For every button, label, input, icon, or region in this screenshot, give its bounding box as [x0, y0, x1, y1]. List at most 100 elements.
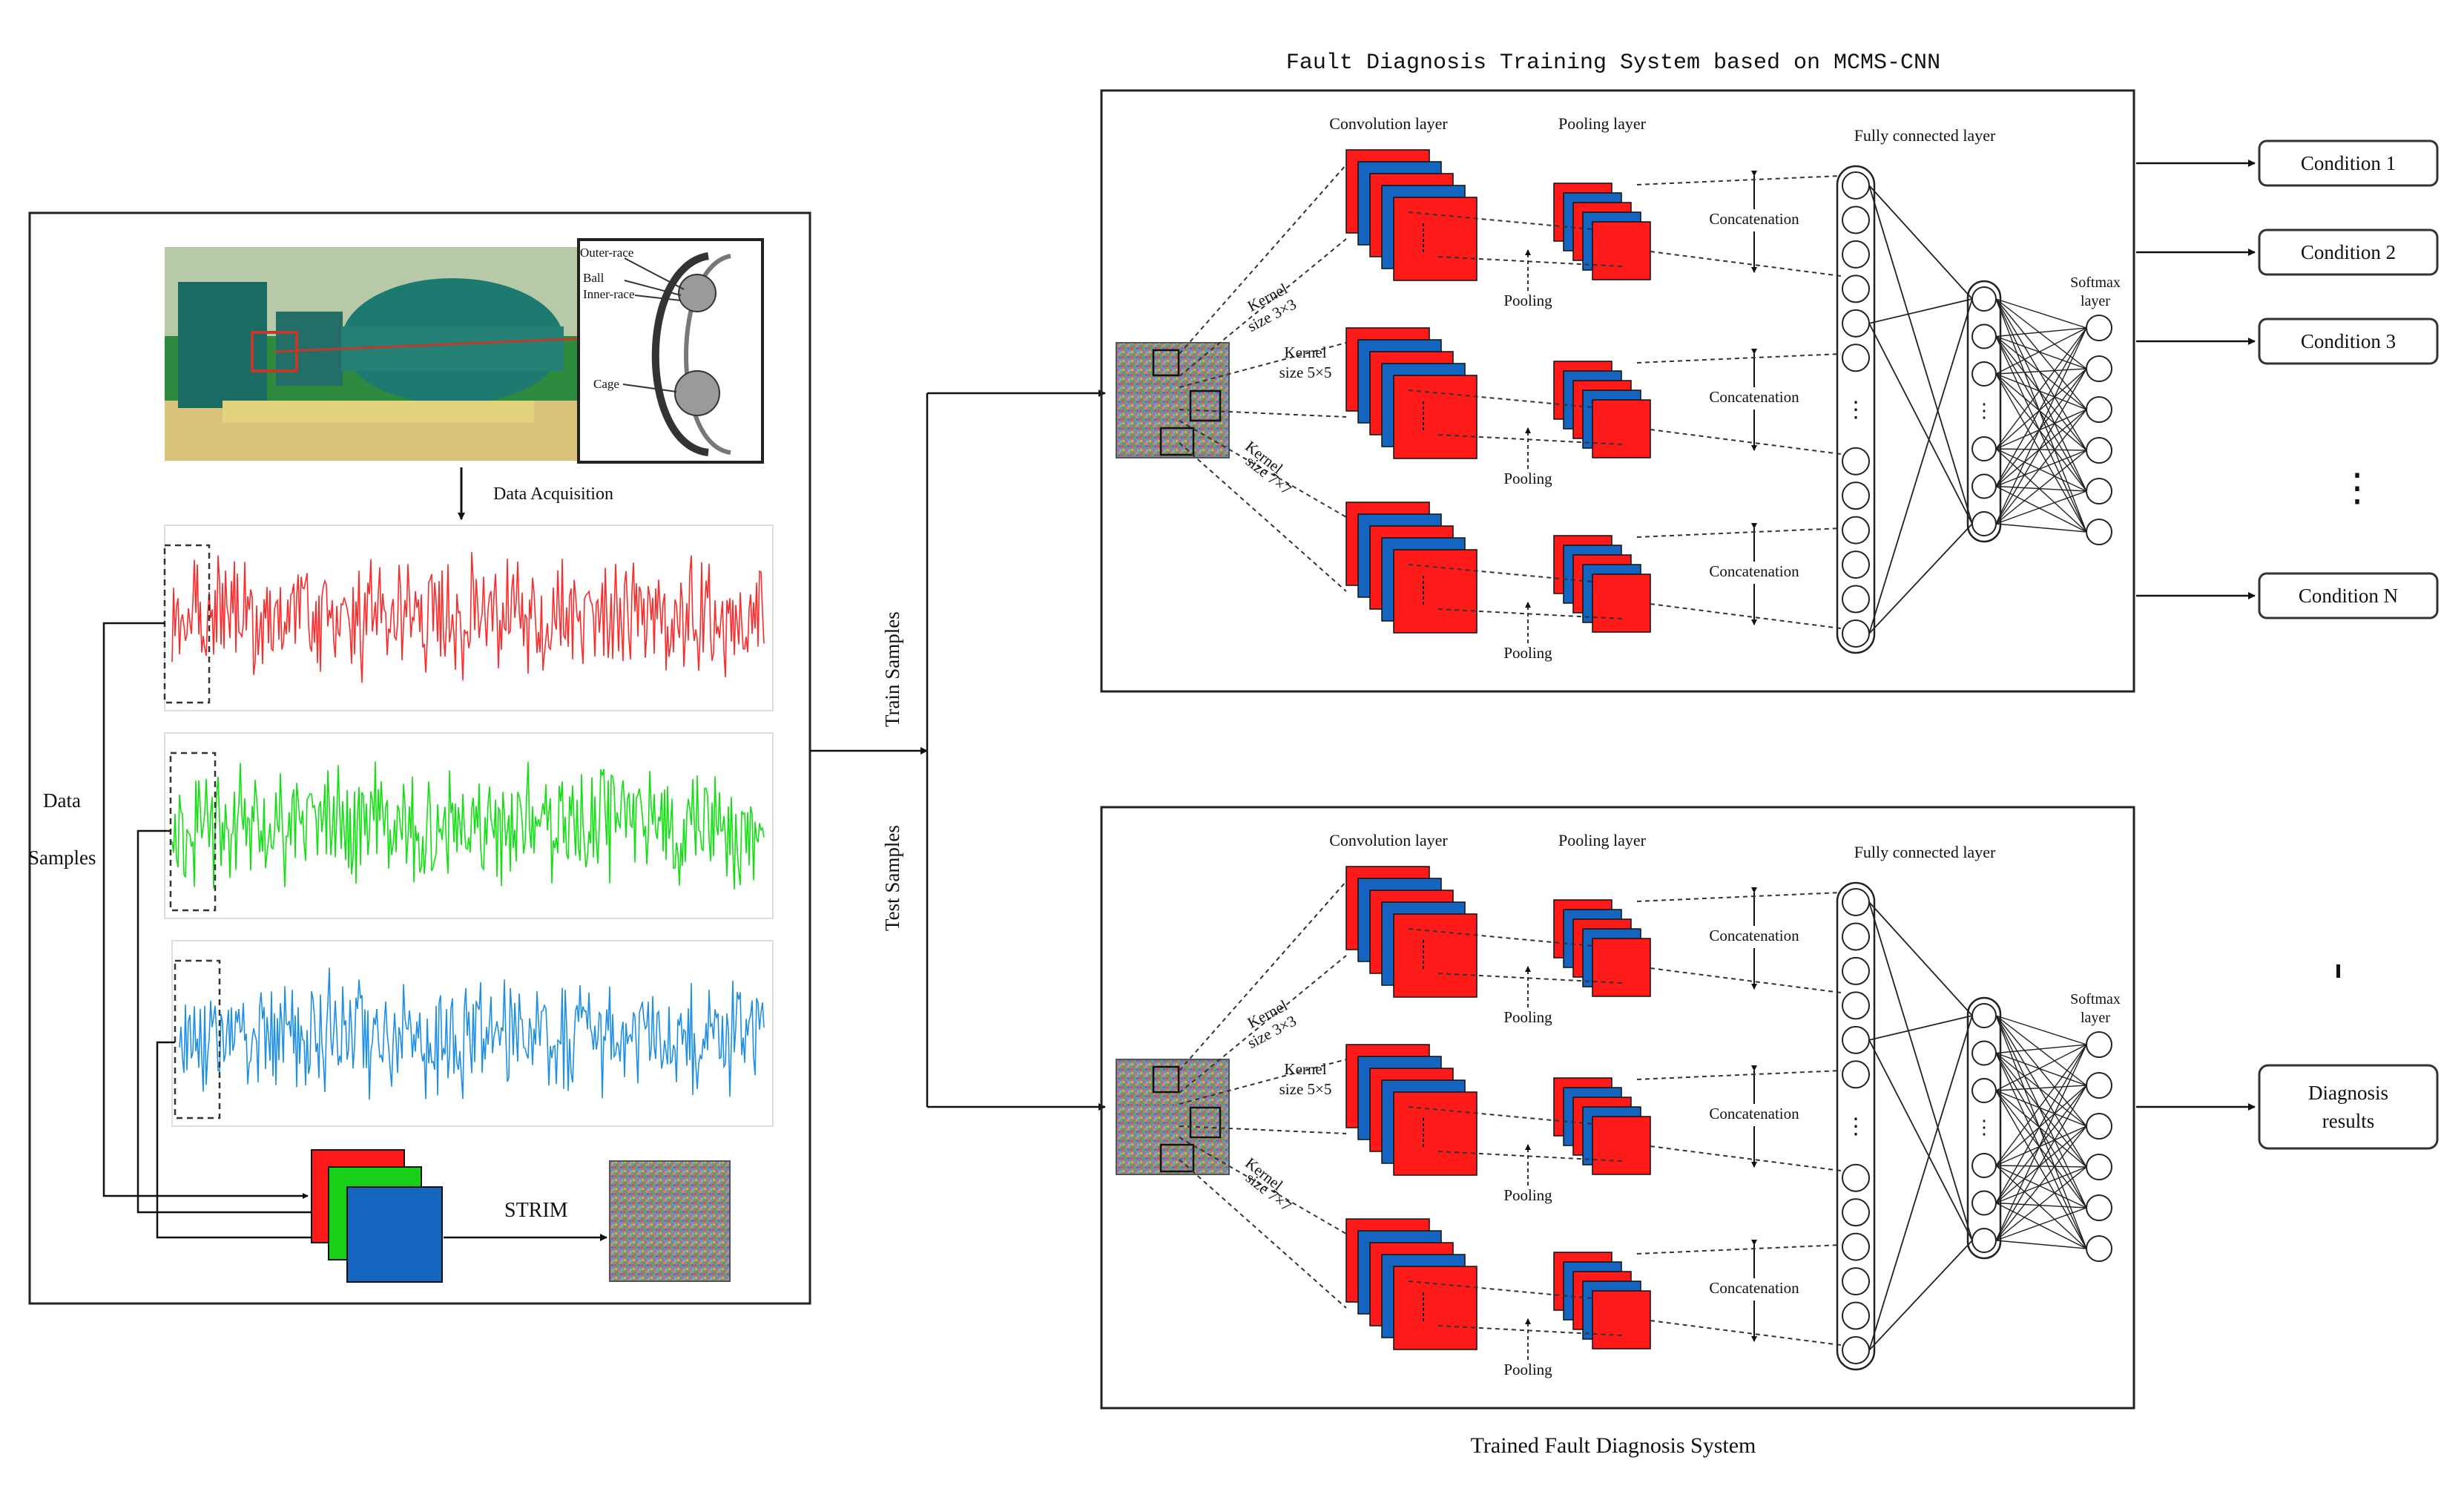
softmax-connection: [1995, 1165, 2087, 1168]
fc-link: [1636, 353, 1842, 364]
softmax-connection: [1995, 1202, 2087, 1249]
pool-stack: [1553, 1077, 1651, 1175]
condition-3-label: Condition 3: [2301, 330, 2396, 352]
test-rig-photo: [165, 247, 691, 461]
fc-connection: [1868, 901, 1973, 1241]
sample-window-3: [174, 959, 221, 1120]
data-samples-label-line2: Samples: [28, 846, 96, 869]
fc-neuron: [1971, 473, 1997, 499]
split-arrows: [810, 389, 1106, 1111]
conv-stack: [1345, 1218, 1478, 1350]
fc-neuron: [1842, 1267, 1870, 1296]
signal-trace-red: [171, 552, 765, 683]
softmax-connection: [1995, 298, 2087, 329]
kernel-window: [1159, 427, 1195, 456]
input-image: [1116, 1059, 1230, 1175]
softmax-connection: [1995, 368, 2087, 375]
kernel-label: size 5×5: [1279, 1080, 1332, 1098]
fc-column: [1966, 996, 2002, 1260]
pool-stack: [1553, 361, 1651, 458]
softmax-connection: [1995, 448, 2087, 533]
fc-neuron: [1842, 274, 1870, 303]
fc-link: [1636, 527, 1842, 538]
fc-connection: [1868, 185, 1973, 300]
pool-stack-front-map: [1592, 221, 1651, 280]
fc-neuron: [1842, 309, 1870, 338]
fc-neuron: [1842, 240, 1870, 269]
fc-ellipsis: ⋮: [1974, 1117, 1994, 1138]
softmax-connection: [1995, 1165, 2087, 1249]
softmax-connection: [1995, 335, 2087, 410]
softmax-connection: [1995, 1053, 2087, 1249]
softmax-neuron: [2086, 1154, 2112, 1180]
pool-layer-label: Pooling layer: [1558, 831, 1647, 849]
rgb-channel-stack: [311, 1149, 443, 1283]
fc-link: [1636, 892, 1842, 902]
softmax-connection: [1995, 448, 2087, 451]
pool-link: [1437, 1151, 1623, 1162]
softmax-connection: [1995, 327, 2087, 525]
softmax-connection: [1995, 1090, 2087, 1249]
conv-stack-front-map: [1393, 549, 1478, 634]
softmax-connection: [1995, 336, 2087, 451]
kernel-label: Kernel: [1284, 1060, 1326, 1078]
softmax-connection: [1995, 1015, 2087, 1127]
softmax-connection: [1995, 523, 2087, 533]
fc-neuron: [1842, 343, 1870, 372]
softmax-connection: [1995, 1165, 2087, 1209]
pool-stack: [1553, 535, 1651, 633]
softmax-connection: [1995, 373, 2087, 410]
softmax-connection: [1995, 1240, 2087, 1249]
kernel-link: [1179, 409, 1347, 418]
conv-stack-front-map: [1393, 197, 1478, 281]
fc-connection: [1868, 1015, 1973, 1041]
network-frame: [1100, 806, 2135, 1410]
concatenation-label: Concatenation: [1709, 210, 1799, 228]
fc-neuron: [1971, 1190, 1997, 1216]
fc-link: [1636, 1070, 1842, 1080]
kernel-window: [1189, 389, 1222, 422]
fc-neuron: [1971, 323, 1997, 349]
kernel-link: [1179, 1059, 1347, 1105]
softmax-connection: [1995, 485, 2087, 533]
fc-neuron: [1971, 1040, 1997, 1066]
kernel-window: [1152, 1065, 1180, 1094]
condition-2-box: Condition 2: [2258, 229, 2439, 276]
train-samples-label: Train Samples: [881, 611, 903, 727]
softmax-connection: [1995, 298, 2087, 451]
softmax-connection: [1995, 409, 2087, 487]
softmax-connection: [1995, 1125, 2087, 1204]
softmax-connection: [1995, 1207, 2087, 1241]
fc-link: [1636, 175, 1842, 185]
kernel-window: [1152, 349, 1180, 377]
fc-link: [1636, 1244, 1842, 1255]
softmax-connection: [1995, 1085, 2087, 1203]
condition-3-box: Condition 3: [2258, 318, 2439, 365]
data-samples-label-line1: Data: [43, 789, 81, 812]
conv-stack-front-map: [1393, 375, 1478, 459]
input-image: [1116, 342, 1230, 458]
pool-stack-front-map: [1592, 573, 1651, 633]
conv-stack: [1345, 149, 1478, 281]
concatenation-label: Concatenation: [1709, 927, 1799, 944]
pool-stack: [1553, 899, 1651, 997]
fc-neuron: [1842, 991, 1870, 1020]
softmax-connection: [1995, 409, 2087, 525]
fc-link: [1650, 967, 1842, 993]
pool-link: [1408, 928, 1593, 947]
fc-neuron: [1971, 1003, 1997, 1028]
softmax-connection: [1995, 373, 2087, 533]
fc-ellipsis: ⋮: [1974, 400, 1994, 421]
softmax-connection: [1995, 1090, 2087, 1168]
fc-neuron: [1842, 1336, 1870, 1364]
left-panel-frame: [28, 211, 811, 1305]
softmax-connection: [1995, 450, 2087, 525]
test-samples-label: Test Samples: [881, 825, 903, 931]
fc-connection: [1868, 298, 1973, 324]
diagnosis-results-box: Diagnosis results: [2258, 1064, 2439, 1150]
pool-link: [1408, 1280, 1593, 1299]
pool-link: [1437, 434, 1623, 445]
fc-neuron: [1842, 1025, 1870, 1054]
